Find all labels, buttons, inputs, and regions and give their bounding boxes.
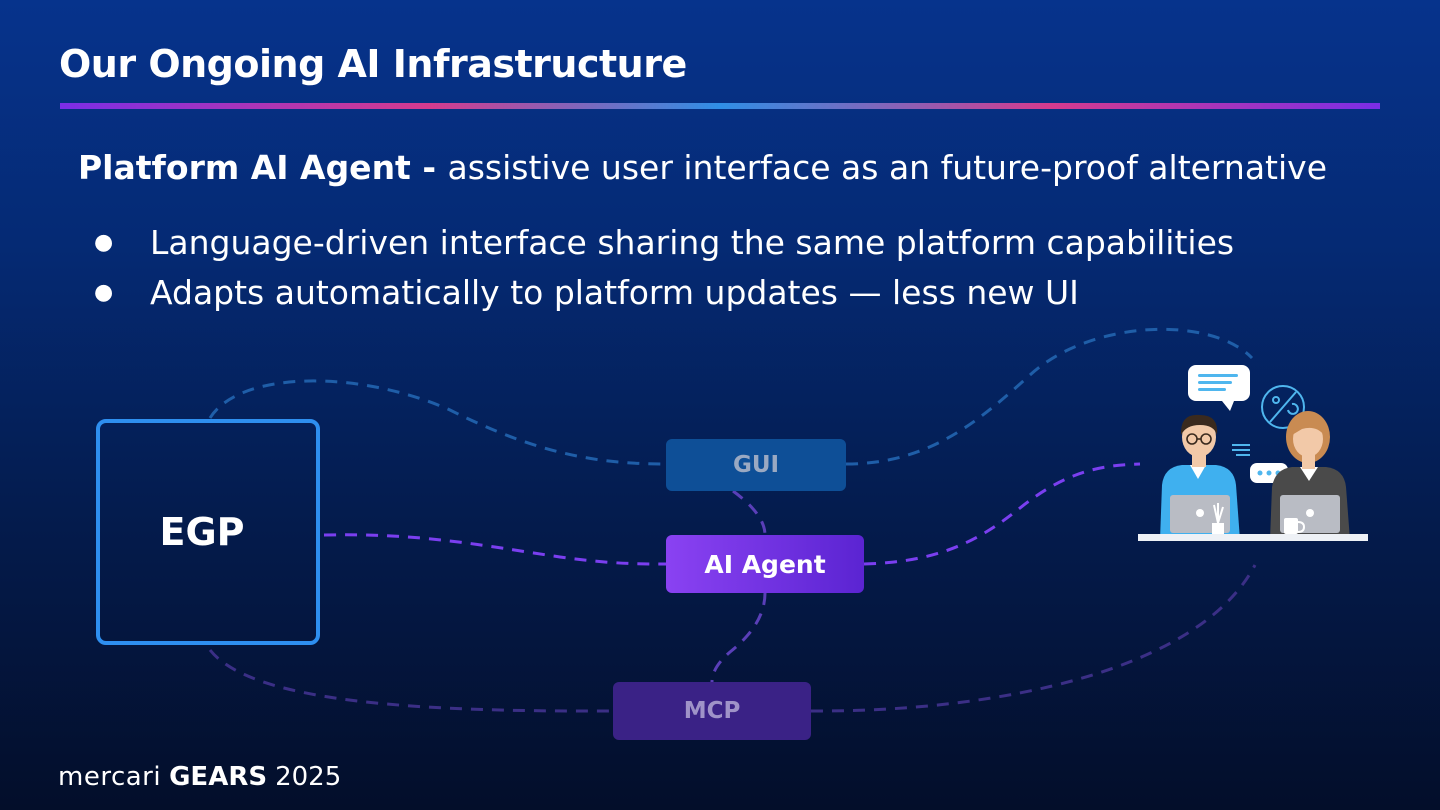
mcp-node: MCP xyxy=(613,682,811,740)
event-year: 2025 xyxy=(275,762,342,792)
desk xyxy=(1138,534,1368,541)
edge-gui-agent xyxy=(732,489,767,536)
cycle-icon xyxy=(1261,385,1305,429)
event-name: GEARS xyxy=(169,762,268,792)
bullet-marker: ● xyxy=(94,280,114,305)
bullet-list: ● Language-driven interface sharing the s… xyxy=(94,222,1234,322)
subheading-bold: Platform AI Agent - xyxy=(78,148,448,187)
edge-agent-users xyxy=(863,462,1141,566)
ai-agent-node: AI Agent xyxy=(666,535,864,593)
two-users-at-laptops-icon xyxy=(1138,365,1368,541)
plant-icon xyxy=(1212,503,1224,537)
edge-egp-agent xyxy=(323,533,667,566)
edge-gui-users xyxy=(845,327,1254,466)
bullet-item: ● Language-driven interface sharing the s… xyxy=(94,222,1234,272)
egp-node: EGP xyxy=(96,419,320,645)
subheading-text: assistive user interface as an future-pr… xyxy=(447,148,1327,187)
chat-bubble-icon xyxy=(1188,365,1250,411)
edge-egp-mcp xyxy=(208,649,614,713)
bullet-text: Adapts automatically to platform updates… xyxy=(150,273,1079,312)
subheading: Platform AI Agent - assistive user inter… xyxy=(78,148,1327,187)
cup-icon xyxy=(1284,518,1306,534)
bullet-text: Language-driven interface sharing the sa… xyxy=(150,223,1235,262)
bullet-item: ● Adapts automatically to platform update… xyxy=(94,272,1234,322)
edge-agent-mcp xyxy=(710,592,767,683)
brand-name: mercari xyxy=(58,762,162,792)
edge-mcp-users xyxy=(810,564,1257,713)
title-divider xyxy=(60,103,1380,109)
slide-title: Our Ongoing AI Infrastructure xyxy=(59,42,687,86)
edge-egp-gui xyxy=(208,379,667,466)
footer-logo: mercari GEARS 2025 xyxy=(58,762,341,792)
gui-node: GUI xyxy=(666,439,846,491)
bullet-marker: ● xyxy=(94,230,114,255)
menu-icon xyxy=(1232,444,1250,456)
